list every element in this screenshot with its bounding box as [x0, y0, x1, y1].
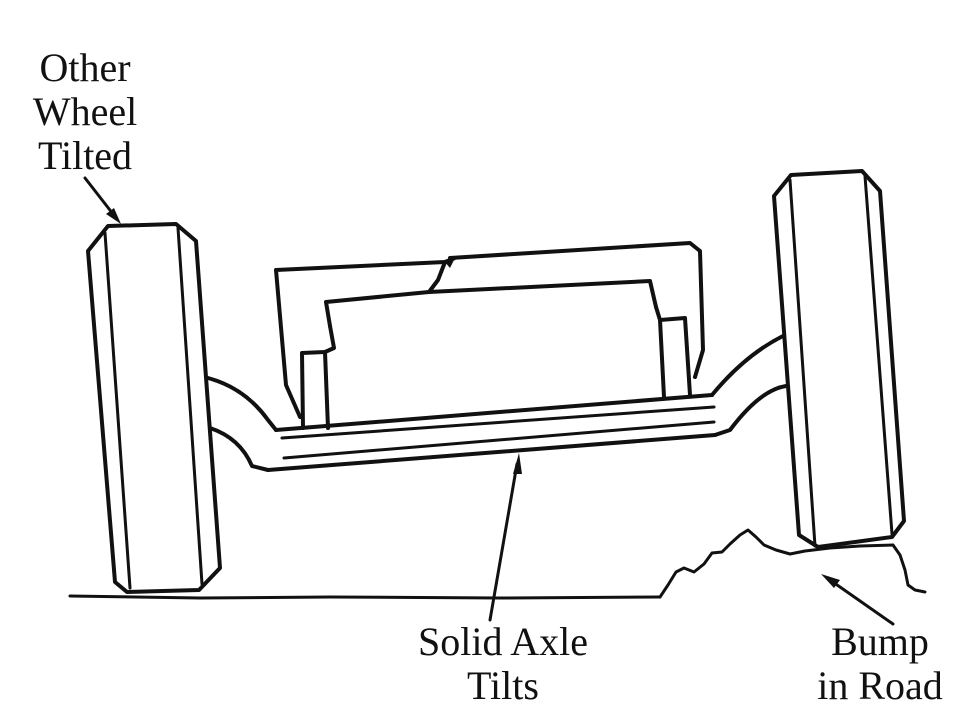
axle-left-lower-arm: [208, 426, 270, 472]
arrow-other-wheel: [83, 176, 121, 224]
axle-right-lower-arm: [713, 384, 788, 437]
other-wheel-label-line-2: Wheel: [32, 89, 138, 134]
axle-right-upper-arm: [710, 334, 785, 397]
other-wheel-label-line-3: Tilted: [37, 133, 133, 178]
arrow-solid-axle: [488, 453, 522, 622]
bump-in-road-label: Bump in Road: [800, 620, 960, 708]
arrow-bump: [821, 574, 895, 626]
ground-line: [68, 594, 662, 600]
solid-axle: [266, 393, 717, 472]
solid-axle-label-line-2: Tilts: [467, 663, 539, 708]
left-wheel: [86, 222, 222, 594]
solid-axle-tilts-label: Solid Axle Tilts: [398, 620, 608, 708]
axle-left-upper-arm: [206, 376, 278, 432]
road-bump: [658, 528, 927, 599]
other-wheel-label-line-1: Other: [39, 45, 131, 90]
solid-axle-label-line-1: Solid Axle: [417, 619, 589, 664]
vehicle-frame: [274, 241, 705, 430]
bump-label-line-1: Bump: [831, 619, 929, 664]
other-wheel-tilted-label: Other Wheel Tilted: [20, 46, 150, 178]
bump-label-line-2: in Road: [817, 663, 943, 708]
right-wheel: [772, 169, 906, 549]
